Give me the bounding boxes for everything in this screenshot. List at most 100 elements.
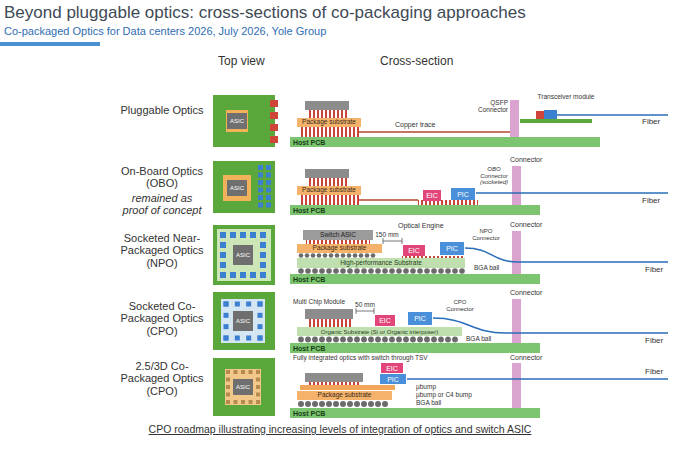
top-view-figure bbox=[256, 370, 260, 374]
top-view-figure bbox=[266, 203, 271, 208]
top-view-figure bbox=[258, 313, 263, 318]
box-text: EIC bbox=[426, 192, 438, 199]
bga-balls bbox=[431, 337, 437, 343]
row-title: Pluggable Optics bbox=[120, 104, 204, 116]
box-text: High-performance Substrate bbox=[340, 260, 422, 267]
part-label: OBO Connector (socketed) bbox=[478, 166, 510, 186]
top-view-figure bbox=[220, 252, 226, 258]
bga-balls bbox=[326, 337, 332, 343]
box-text: ASIC bbox=[230, 118, 244, 124]
optical-fiber bbox=[433, 318, 668, 333]
bga-balls bbox=[431, 268, 437, 274]
row-title: On-Board Optics (OBO) bbox=[120, 165, 204, 190]
top-view-figure bbox=[250, 232, 256, 238]
part-label: Multi Chip Module bbox=[293, 298, 345, 305]
transceiver-module bbox=[544, 110, 557, 119]
bga-balls bbox=[361, 401, 367, 407]
pic-chip: PIC bbox=[440, 242, 464, 255]
box-text: PIC bbox=[414, 315, 426, 322]
top-view-figure bbox=[241, 400, 245, 404]
asic-chip: ASIC bbox=[227, 113, 247, 129]
pic-chip: PIC bbox=[451, 188, 475, 200]
bga-balls bbox=[382, 337, 388, 343]
top-view-figure bbox=[270, 136, 278, 143]
top-view-figure bbox=[256, 393, 260, 397]
bga-balls bbox=[389, 337, 395, 343]
solder-pins bbox=[307, 382, 361, 385]
top-view-figure bbox=[258, 302, 263, 307]
bga-balls bbox=[298, 268, 304, 274]
page-title: Beyond pluggable optics: cross-sections … bbox=[4, 3, 526, 22]
substrate-band: High-performance Substrate bbox=[297, 258, 465, 268]
top-view-figure bbox=[221, 299, 265, 343]
row-title: 2.5/3D Co-Packaged Optics (CPO) bbox=[120, 360, 204, 397]
top-view-figure bbox=[258, 180, 263, 185]
interposer-layer bbox=[300, 385, 395, 390]
top-view-figure bbox=[226, 110, 248, 132]
asic-chip: ASIC bbox=[233, 311, 253, 331]
bga-balls bbox=[382, 401, 388, 407]
top-view-figure bbox=[270, 100, 278, 107]
box-text: EIC bbox=[408, 247, 420, 254]
switch-die bbox=[305, 373, 363, 382]
top-view-figure bbox=[226, 393, 230, 397]
host-pcb: Host PCB bbox=[290, 408, 540, 418]
bga-balls bbox=[424, 337, 430, 343]
top-view-figure bbox=[213, 95, 275, 147]
part-label: µbump or C4 bump bbox=[416, 391, 472, 398]
top-view-figure bbox=[270, 124, 278, 131]
top-view-figure bbox=[256, 378, 260, 382]
bga-balls bbox=[410, 337, 416, 343]
bga-balls bbox=[375, 401, 381, 407]
top-view-figure bbox=[256, 385, 260, 389]
top-view-figure bbox=[230, 272, 236, 278]
top-view-figure bbox=[226, 378, 230, 382]
dimension: 150 mm bbox=[374, 231, 400, 238]
top-view-figure bbox=[256, 370, 260, 374]
top-view-figure bbox=[224, 336, 229, 341]
part-label: Connector bbox=[510, 354, 542, 362]
dimension: 50 mm bbox=[354, 301, 376, 308]
bga-balls bbox=[459, 268, 465, 274]
bga-balls bbox=[298, 401, 304, 407]
part-label: Fully integrated optics with switch thro… bbox=[293, 354, 428, 361]
bga-balls bbox=[389, 268, 395, 274]
top-view-figure bbox=[224, 313, 229, 318]
fiber-label: Fiber bbox=[645, 266, 663, 275]
part-label: Connector bbox=[510, 289, 542, 297]
box-text: PIC bbox=[457, 191, 469, 198]
top-view-figure bbox=[226, 370, 230, 374]
top-view-figure bbox=[230, 232, 236, 238]
bga-balls bbox=[368, 337, 374, 343]
top-view-figure bbox=[240, 232, 246, 238]
host-pcb: Host PCB bbox=[290, 205, 540, 215]
host-pcb: Host PCB bbox=[290, 137, 600, 147]
top-view-figure bbox=[220, 272, 226, 278]
top-view-figure bbox=[217, 229, 271, 281]
optical-fiber bbox=[557, 114, 668, 116]
top-view-figure bbox=[235, 336, 240, 341]
bga-balls bbox=[396, 268, 402, 274]
bga-balls bbox=[305, 337, 311, 343]
solder-pins bbox=[299, 195, 359, 205]
box-text: ASIC bbox=[230, 185, 244, 191]
top-view-figure bbox=[249, 400, 253, 404]
bga-balls bbox=[375, 268, 381, 274]
top-view-figure bbox=[260, 252, 266, 258]
pic-chip: PIC bbox=[380, 374, 406, 384]
part-label: Connector bbox=[510, 221, 542, 229]
top-view-figure bbox=[266, 188, 271, 193]
box-text: ASIC bbox=[236, 384, 250, 390]
bga-balls bbox=[368, 401, 374, 407]
top-view-figure bbox=[260, 262, 266, 268]
top-view-figure bbox=[266, 173, 271, 178]
bga-balls bbox=[312, 268, 318, 274]
top-view-figure bbox=[260, 232, 266, 238]
part-label: QSFP Connector bbox=[466, 99, 508, 114]
row-title: remained as proof of concept bbox=[120, 192, 204, 217]
top-view-figure bbox=[213, 161, 275, 213]
bga-balls bbox=[333, 337, 339, 343]
part-label: Transceiver module bbox=[536, 93, 596, 100]
subtitle-bar bbox=[0, 42, 100, 46]
